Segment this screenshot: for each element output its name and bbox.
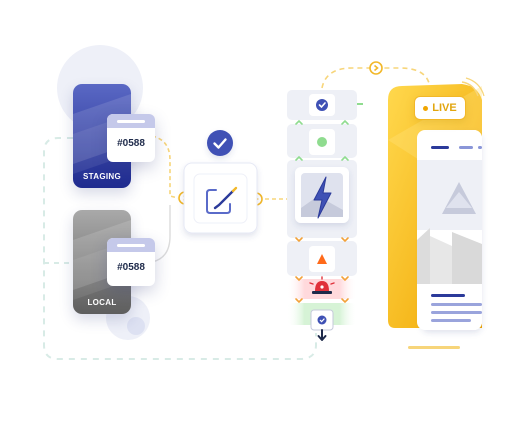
warning-triangle-icon: [317, 254, 327, 264]
pipeline-step-success: [309, 129, 335, 155]
download-arrow-icon: [317, 329, 327, 341]
chevron-right-icon: [369, 61, 383, 75]
live-dot-icon: [423, 105, 429, 111]
staging-build-tag: #0588: [107, 114, 155, 162]
pencil-edit-icon: [206, 186, 238, 214]
decor-blob: [127, 317, 145, 335]
pipeline-step-rollback: [310, 309, 334, 331]
tag-header: [107, 238, 155, 252]
live-label: LIVE: [432, 102, 457, 114]
lightning-bolt-icon: [313, 176, 332, 219]
live-badge: LIVE: [414, 96, 466, 120]
build-id: #0588: [117, 138, 145, 149]
siren-alert-icon: [309, 276, 335, 294]
check-circle-icon: [207, 130, 233, 156]
local-label: LOCAL: [87, 298, 117, 307]
tag-header: [107, 114, 155, 128]
build-id: #0588: [117, 262, 145, 273]
staging-connector: [151, 135, 179, 199]
local-build-tag: #0588: [107, 238, 155, 286]
feedback-loop-connector: [43, 137, 317, 360]
pipeline-step-approved: [309, 94, 335, 116]
pipeline-chevrons: [295, 119, 349, 304]
staging-label: STAGING: [83, 172, 121, 181]
local-to-edit-connector: [151, 205, 171, 263]
edit-step-card: [183, 162, 258, 234]
